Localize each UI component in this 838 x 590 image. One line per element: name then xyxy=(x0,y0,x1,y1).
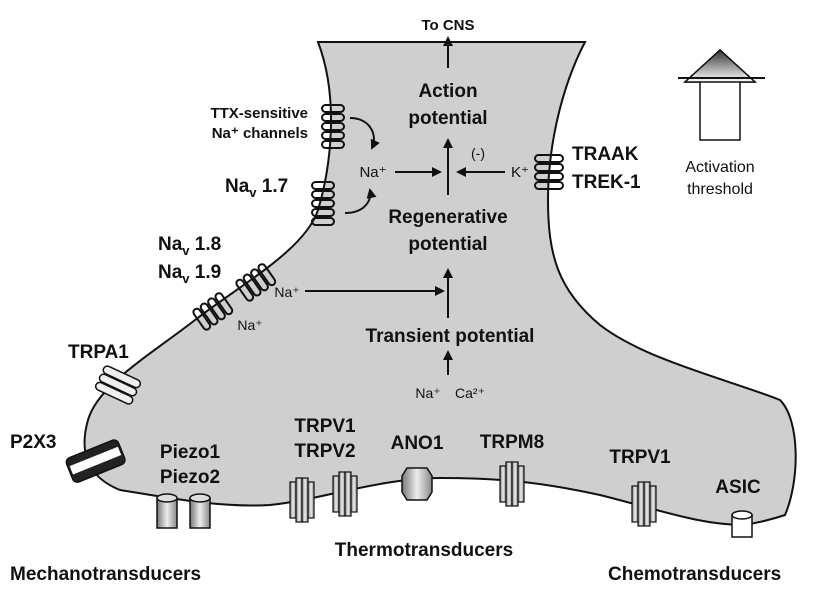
trpv2-label: TRPV2 xyxy=(294,441,355,462)
mechanotransducers-label: Mechanotransducers xyxy=(10,564,201,585)
asic-channel-icon xyxy=(731,510,753,538)
p2x3-label: P2X3 xyxy=(10,432,56,453)
piezo1-label: Piezo1 xyxy=(160,442,221,463)
thermotransducers-label: Thermotransducers xyxy=(335,540,513,561)
to-cns-label: To CNS xyxy=(421,17,474,34)
chemotransducers-label: Chemotransducers xyxy=(608,564,781,585)
action-potential-label-1: Action xyxy=(418,81,477,102)
activation-label-2: threshold xyxy=(687,181,753,198)
nav19-channel-icon xyxy=(235,263,277,302)
transient-potential-label: Transient potential xyxy=(366,326,535,347)
trpv1-right-label: TRPV1 xyxy=(609,447,671,468)
ano1-channel-icon xyxy=(401,467,433,501)
trpv-channel-icon xyxy=(289,471,358,523)
trpv1-right-channel-icon xyxy=(631,481,657,527)
ttx-label-2: Na⁺ channels xyxy=(212,125,308,142)
trek1-label: TREK-1 xyxy=(572,172,641,193)
k-ion-label: K⁺ xyxy=(511,164,529,181)
piezo2-label: Piezo2 xyxy=(160,467,220,488)
activation-threshold-icon xyxy=(678,48,765,141)
ca-bottom-label: Ca²⁺ xyxy=(455,385,485,401)
trpa1-channel-icon xyxy=(94,365,142,405)
p2x3-channel-icon xyxy=(65,439,126,483)
nav18-channel-icon xyxy=(192,292,234,331)
regenerative-label-2: potential xyxy=(408,234,487,255)
ttx-label-1: TTX-sensitive xyxy=(210,105,308,122)
action-potential-label-2: potential xyxy=(408,108,487,129)
curve-arrow-ttx xyxy=(349,117,380,150)
ttx-channel-icon xyxy=(321,104,345,149)
traak-label: TRAAK xyxy=(572,144,639,165)
nav19-label: Nav 1.9 xyxy=(158,262,221,286)
trpa1-label: TRPA1 xyxy=(68,342,129,363)
ano1-label: ANO1 xyxy=(391,433,444,454)
piezo-channel-icon xyxy=(156,493,211,529)
na-left-lower-label: Na⁺ xyxy=(237,317,262,333)
activation-label-1: Activation xyxy=(685,159,754,176)
inhibition-label: (-) xyxy=(471,145,485,161)
k-channel-icon xyxy=(534,154,564,190)
trpm8-label: TRPM8 xyxy=(480,432,544,453)
asic-label: ASIC xyxy=(715,477,761,498)
trpm8-channel-icon xyxy=(499,461,525,507)
nav17-label: Nav 1.7 xyxy=(225,176,288,200)
trpv1-left-label: TRPV1 xyxy=(294,416,356,437)
na-left-arrow-label: Na⁺ xyxy=(274,284,299,300)
nav17-channel-icon xyxy=(311,181,335,226)
nav18-label: Nav 1.8 xyxy=(158,234,221,258)
regenerative-label-1: Regenerative xyxy=(388,207,507,228)
na-center-label: Na⁺ xyxy=(359,164,386,181)
curve-arrow-nav17 xyxy=(344,188,377,214)
na-bottom-label: Na⁺ xyxy=(415,385,440,401)
